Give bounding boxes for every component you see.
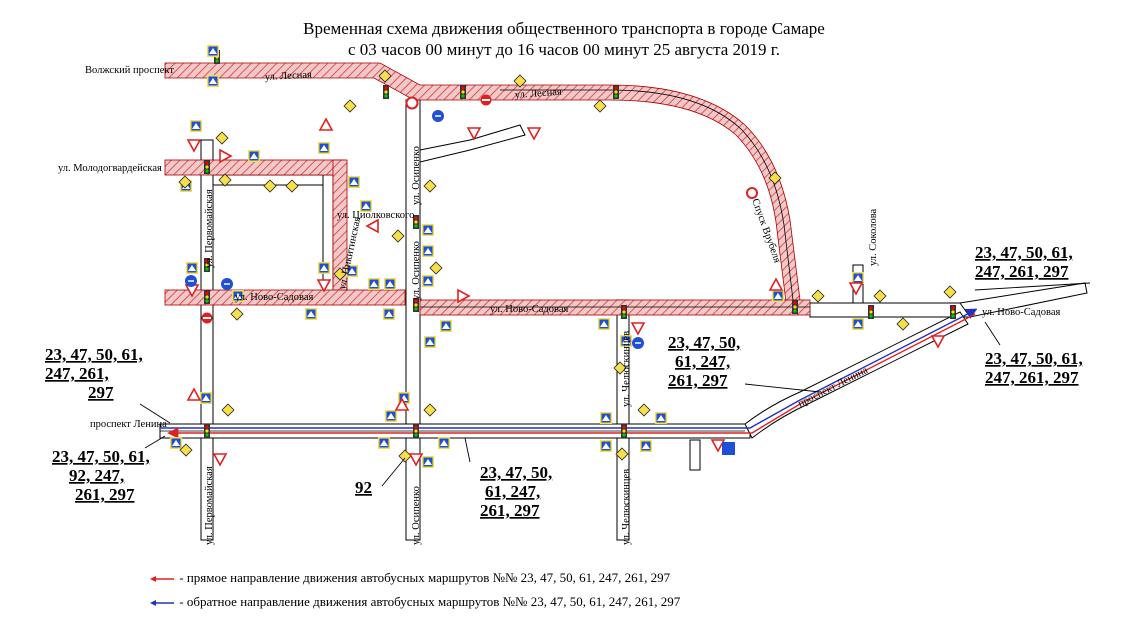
- label-chelyuskintsev-top: ул. Челюскинцев: [621, 331, 632, 407]
- route-label-bottom-1: 23, 47, 50,: [480, 463, 552, 482]
- map-title: Временная схема движения общественного т…: [0, 18, 1128, 60]
- route-label-center-3: 261, 297: [668, 371, 728, 390]
- legend-reverse: - обратное направление движения автобусн…: [148, 594, 680, 610]
- label-volzhsky: Волжский проспект: [85, 65, 174, 76]
- label-tsiolkovskogo: ул. Циолковского: [337, 210, 414, 221]
- label-osipenko-bottom: ул. Осипенко: [411, 486, 422, 545]
- route-label-92: 92: [355, 478, 372, 497]
- direction-signs: [185, 110, 735, 455]
- route-label-left-top-1: 23, 47, 50, 61,: [45, 345, 143, 364]
- main-road-signs: [178, 69, 957, 463]
- legend-reverse-text: - обратное направление движения автобусн…: [179, 594, 681, 609]
- route-label-center-1: 23, 47, 50,: [668, 333, 740, 352]
- label-pervomayskaya-bottom: ул. Первомайская: [204, 466, 215, 545]
- route-label-right-2: 247, 261, 297: [985, 368, 1079, 387]
- label-molodogvardeyskaya: ул. Молодогвардейская: [58, 163, 162, 174]
- route-label-left-bottom-3: 261, 297: [75, 485, 135, 504]
- red-arrow-icon: [150, 576, 174, 583]
- route-label-left-top-3: 297: [88, 383, 114, 402]
- road-nikitinskaya: [322, 174, 334, 296]
- label-novo-sadovaya-left: ул. Ново-Садовая: [235, 292, 313, 303]
- route-number-labels: 23, 47, 50, 61, 247, 261, 297 23, 47, 50…: [45, 243, 1083, 520]
- route-line-forward: [167, 313, 976, 439]
- route-label-bottom-2: 61, 247,: [485, 482, 540, 501]
- road-pervomayskaya: [200, 139, 214, 541]
- lane-lines: [160, 89, 810, 432]
- label-novo-sadovaya-mid: ул. Ново-Садовая: [490, 304, 568, 315]
- route-label-left-top-2: 247, 261,: [45, 364, 109, 383]
- label-lenina-left: проспект Ленина: [90, 419, 167, 430]
- legend-forward: - прямое направление движения автобусных…: [148, 570, 670, 586]
- road-vrubelya-ramp: [689, 439, 701, 471]
- title-line-2: с 03 часов 00 минут до 16 часов 00 минут…: [347, 40, 781, 59]
- label-osipenko-mid: ул. Осипенко: [411, 241, 422, 300]
- route-label-left-bottom-2: 92, 247,: [69, 466, 124, 485]
- closed-road-novo-sadovaya: [419, 299, 811, 316]
- road-novo-sadovaya-east: [809, 302, 971, 318]
- closed-road-novo-sadovaya-west: [164, 289, 406, 306]
- title-line-1: Временная схема движения общественного т…: [303, 19, 825, 38]
- route-label-top-right-1: 23, 47, 50, 61,: [975, 243, 1073, 262]
- legend-forward-text: - прямое направление движения автобусных…: [179, 570, 671, 585]
- route-leader-lines: [139, 282, 1091, 487]
- route-label-bottom-3: 261, 297: [480, 501, 540, 520]
- label-lesnaya-1: ул. Лесная: [265, 70, 313, 83]
- road-lesnaya-branch: [419, 124, 526, 163]
- route-label-left-bottom-1: 23, 47, 50, 61,: [52, 447, 150, 466]
- route-label-center-2: 61, 247,: [675, 352, 730, 371]
- label-novo-sadovaya-right: ул. Ново-Садовая: [982, 307, 1060, 318]
- route-line-reverse: [160, 308, 978, 429]
- label-osipenko-top: ул. Осипенко: [411, 146, 422, 205]
- route-label-right-1: 23, 47, 50, 61,: [985, 349, 1083, 368]
- label-pervomayskaya-top: ул. Первомайская: [204, 189, 215, 268]
- yield-signs: [184, 117, 946, 467]
- route-label-top-right-2: 247, 261, 297: [975, 262, 1069, 281]
- closed-road-molodogvardeyskaya: [164, 159, 346, 176]
- blue-arrow-icon: [150, 600, 174, 607]
- traffic-lights: [204, 50, 956, 438]
- no-entry-signs: [201, 94, 758, 324]
- label-lenina-right: проспект Ленина: [796, 365, 870, 410]
- label-chelyuskintsev-bottom: ул. Челюскинцев: [621, 469, 632, 545]
- label-sokolova: ул. Соколова: [868, 208, 879, 266]
- label-lesnaya-2: ул. Лесная: [514, 87, 562, 101]
- pedestrian-crossing-signs: [170, 45, 864, 468]
